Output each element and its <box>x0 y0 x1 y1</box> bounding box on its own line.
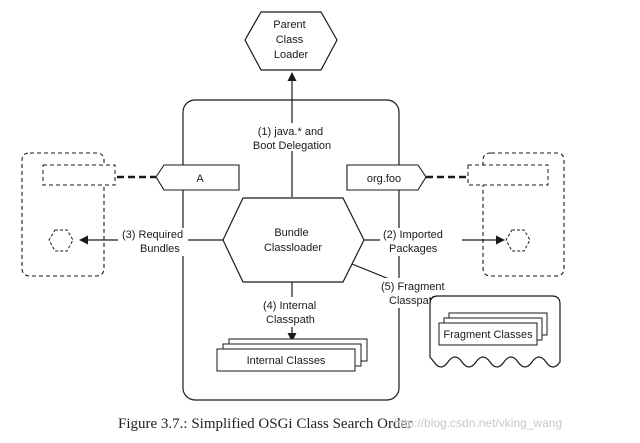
boot-delegation-label-bg <box>244 123 340 151</box>
boot-delegation-label: (1) java.* and Boot Delegation <box>253 126 331 152</box>
parent-class-loader-label: Parent Class Loader <box>273 19 308 61</box>
imported-packages-label: (2) Imported Packages <box>383 229 446 255</box>
bundle-classloader-label: Bundle Classloader <box>264 227 322 254</box>
imported-package-export-slot <box>467 164 549 186</box>
bundle-classloader-hexagon <box>222 197 365 283</box>
watermark: http://blog.csdn.net/vking_wang <box>394 416 562 430</box>
package-a-label: A <box>196 173 204 185</box>
package-orgfoo-label: org.foo <box>367 173 401 185</box>
package-orgfoo-box <box>346 164 427 191</box>
fragment-classes-stack <box>438 312 548 346</box>
internal-classes-label: Internal Classes <box>247 355 326 367</box>
internal-classes-stack <box>216 338 368 372</box>
parent-class-loader-hexagon <box>244 11 338 71</box>
internal-classpath-label: (4) Internal Classpath <box>263 300 319 326</box>
imported-packages-label-bg <box>380 228 462 256</box>
required-bundles-label-bg <box>118 228 188 256</box>
imported-package-inner-hexagon <box>505 229 531 252</box>
package-a-box <box>155 164 240 191</box>
required-bundles-label: (3) Required Bundles <box>122 229 186 255</box>
figure-caption: Figure 3.7.: Simplified OSGi Class Searc… <box>118 416 412 432</box>
internal-classpath-label-bg <box>258 297 326 327</box>
fragment-classpath-label: (5) Fragment Classpath <box>381 281 448 307</box>
fragment-classes-label: Fragment Classes <box>443 329 533 341</box>
required-bundle-export-slot <box>42 164 116 186</box>
required-bundle-inner-hexagon <box>48 229 74 252</box>
